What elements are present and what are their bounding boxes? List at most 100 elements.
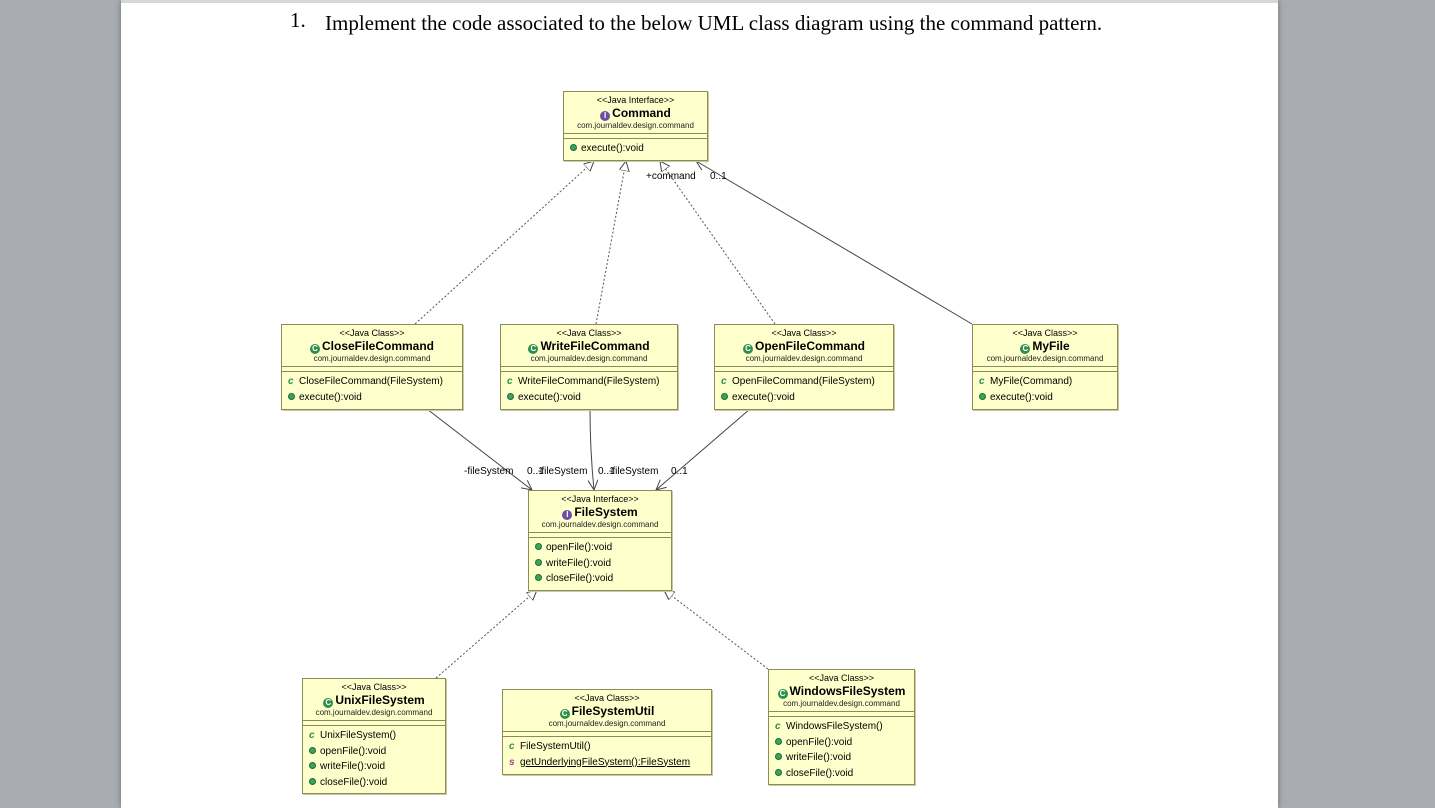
member: openFile():void <box>535 540 671 556</box>
member: execute():void <box>570 141 707 157</box>
member: writeFile():void <box>775 750 914 766</box>
stereotype-label: <<Java Interface>> <box>596 95 675 105</box>
question-number: 1. <box>290 8 306 32</box>
class-name: CloseFileCommand <box>321 339 435 353</box>
write-association-filesystem <box>590 408 594 490</box>
constructor-icon: c <box>775 721 781 732</box>
member: writeFile():void <box>535 556 671 572</box>
member: openFile():void <box>775 735 914 751</box>
static-method-icon: s <box>509 756 515 768</box>
public-method-icon <box>979 392 986 400</box>
package-name: com.journaldev.design.command <box>783 699 900 708</box>
open-association-filesystem <box>656 408 751 490</box>
public-method-icon <box>775 737 782 745</box>
member: writeFile():void <box>309 759 445 775</box>
class-name: UnixFileSystem <box>335 693 425 707</box>
interface-icon: I <box>562 510 573 520</box>
package-name: com.journaldev.design.command <box>541 520 659 529</box>
class-icon: C <box>742 344 753 354</box>
filesystem-role-label-3: -fileSystem <box>609 466 659 477</box>
stereotype-label: <<Java Class>> <box>556 328 622 338</box>
open-realizes-command <box>660 161 776 325</box>
public-method-icon <box>535 558 542 566</box>
public-method-icon <box>309 746 316 754</box>
class-name: Command <box>612 106 671 120</box>
unix-realizes-filesystem <box>435 590 537 679</box>
member: execute():void <box>979 390 1117 406</box>
constructor-icon: c <box>288 376 294 387</box>
close-realizes-command <box>414 161 594 325</box>
class-icon: C <box>559 709 570 719</box>
member: execute():void <box>721 390 893 406</box>
public-method-icon <box>570 144 577 151</box>
member: closeFile():void <box>535 571 671 587</box>
constructor-icon: c <box>507 376 513 387</box>
class-icon: C <box>528 344 539 354</box>
interface-icon: I <box>600 111 611 121</box>
constructor-icon: c <box>979 376 985 387</box>
stereotype-label: <<Java Class>> <box>341 682 407 692</box>
close-association-filesystem <box>426 408 532 490</box>
page-edge <box>121 0 1278 3</box>
public-method-icon <box>775 753 782 760</box>
package-name: com.journaldev.design.command <box>986 354 1104 363</box>
constructor-icon: c <box>309 730 315 741</box>
stereotype-label: <<Java Class>> <box>771 328 837 338</box>
member: closeFile():void <box>309 775 445 791</box>
stereotype-label: <<Java Class>> <box>1012 328 1078 338</box>
class-icon: C <box>309 344 320 354</box>
constructor-icon: c <box>509 741 515 752</box>
class-name: FileSystem <box>574 505 638 519</box>
class-name: MyFile <box>1032 339 1070 353</box>
class-name: FileSystemUtil <box>571 704 655 718</box>
public-method-icon <box>775 768 782 776</box>
stereotype-label: <<Java Class>> <box>574 693 640 703</box>
member: closeFile():void <box>775 766 914 782</box>
class-icon: C <box>777 689 788 699</box>
class-name: WindowsFileSystem <box>789 684 906 698</box>
member: openFile():void <box>309 744 445 760</box>
public-method-icon <box>309 762 316 769</box>
myfile-association-command <box>696 161 973 325</box>
public-method-icon <box>309 777 316 785</box>
public-method-icon <box>535 543 542 550</box>
package-name: com.journaldev.design.command <box>577 121 694 130</box>
package-name: com.journaldev.design.command <box>315 708 433 717</box>
filesystem-role-label-1: -fileSystem <box>464 466 514 477</box>
public-method-icon <box>721 392 728 400</box>
public-method-icon <box>288 392 295 400</box>
filesystem-role-label-2: -fileSystem <box>538 466 588 477</box>
stereotype-label: <<Java Class>> <box>339 328 405 338</box>
constructor-icon: c <box>721 376 727 387</box>
member: execute():void <box>288 390 462 406</box>
filesystem-multiplicity-label-3: 0..1 <box>671 466 688 477</box>
public-method-icon <box>535 574 542 581</box>
package-name: com.journaldev.design.command <box>548 719 666 728</box>
stereotype-label: <<Java Class>> <box>808 673 875 683</box>
command-role-label: +command <box>646 171 696 182</box>
class-icon: C <box>323 698 334 708</box>
filesystem-multiplicity-label-2: 0..1 <box>598 466 615 477</box>
command-multiplicity-label: 0..1 <box>710 171 727 182</box>
class-name: WriteFileCommand <box>540 339 650 353</box>
write-realizes-command <box>595 161 626 325</box>
question-text: Implement the code associated to the bel… <box>325 11 1103 35</box>
stereotype-label: <<Java Interface>> <box>561 494 639 504</box>
public-method-icon <box>507 392 514 400</box>
